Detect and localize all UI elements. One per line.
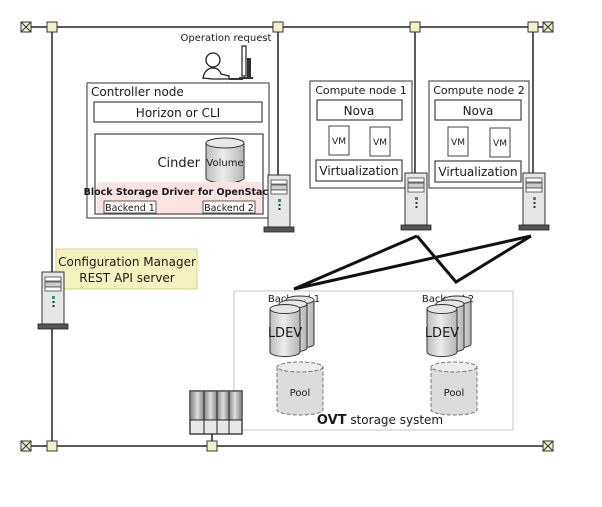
bus-terminator-icon	[542, 21, 554, 33]
ldev-label: LDEV	[268, 326, 302, 341]
bus-connector-icon	[272, 21, 284, 33]
block-storage-driver-label: Block Storage Driver for OpenStack	[84, 187, 275, 198]
bus-connector-icon	[206, 440, 218, 452]
bus-terminator-icon	[20, 440, 32, 452]
vm-box	[328, 125, 350, 156]
virtualization-box	[434, 160, 522, 183]
connection-line	[415, 234, 532, 284]
nova-box	[434, 99, 522, 121]
storage-system: Backend 1 LDEV Pool Backend 2 LDEV	[233, 290, 514, 431]
compute1-server-icon	[400, 172, 432, 231]
bus-connector-icon	[46, 21, 58, 33]
storage-system-label: OVT storage system	[317, 413, 443, 428]
pool-label: Pool	[444, 388, 465, 399]
bus-terminator-icon	[542, 440, 554, 452]
virtualization-box	[315, 159, 403, 182]
ldev-label: LDEV	[425, 326, 459, 341]
storage-brand: OVT	[317, 413, 347, 428]
cinder-label: Cinder	[157, 156, 200, 171]
nova-box	[316, 99, 403, 121]
pool-cylinder-icon	[276, 361, 324, 416]
driver-backend1-label: Backend 1	[105, 203, 155, 214]
operator-workstation-icon	[202, 45, 253, 80]
vm-label: VM	[493, 139, 507, 149]
vm-box	[369, 126, 391, 157]
ldev-stack-icon	[426, 295, 472, 357]
controller-server-icon	[263, 174, 295, 233]
pool-cylinder-icon	[430, 361, 478, 416]
pool-label: Pool	[290, 388, 311, 399]
bus-connector-icon	[527, 21, 539, 33]
controller-node-title: Controller node	[91, 85, 184, 99]
bus-connector-icon	[409, 21, 421, 33]
compute-node-2: Compute node 2 Nova VM VM Virtualization	[428, 80, 530, 189]
horizon-box	[93, 101, 263, 123]
nova-label: Nova	[344, 104, 375, 118]
virtualization-label: Virtualization	[438, 165, 517, 179]
operation-request-label: Operation request	[181, 33, 272, 44]
config-manager-box	[55, 248, 198, 290]
vm-box	[489, 127, 511, 158]
vm-label: VM	[451, 138, 465, 148]
compute-node-2-title: Compute node 2	[433, 84, 525, 97]
horizon-label: Horizon or CLI	[136, 106, 220, 120]
driver-backend2-box	[202, 200, 256, 214]
compute-node-1-title: Compute node 1	[315, 84, 407, 97]
driver-backend1-box	[103, 200, 157, 214]
connection-line	[293, 234, 532, 291]
fc-connections	[293, 234, 532, 291]
vm-box	[447, 126, 469, 157]
nova-label: Nova	[463, 104, 494, 118]
config-manager-line2: REST API server	[79, 271, 175, 285]
compute-node-1: Compute node 1 Nova VM VM Virtualization	[309, 80, 413, 189]
storage-rack-icon	[189, 390, 243, 435]
virtualization-label: Virtualization	[319, 164, 398, 178]
bus-connector-icon	[46, 440, 58, 452]
bus-terminator-icon	[20, 21, 32, 33]
vm-label: VM	[373, 138, 387, 148]
volume-label: Volume	[206, 158, 243, 169]
driver-backend2-label: Backend 2	[204, 203, 254, 214]
vm-label: VM	[332, 137, 346, 147]
config-manager-server-icon	[37, 271, 69, 330]
config-manager-line1: Configuration Manager	[58, 255, 196, 269]
controller-node: Controller node Horizon or CLI Cinder Vo…	[84, 82, 275, 219]
ldev-stack-icon	[269, 295, 315, 357]
storage-system-name: storage system	[347, 413, 444, 427]
compute2-server-icon	[518, 172, 550, 231]
network-bus	[26, 26, 546, 447]
